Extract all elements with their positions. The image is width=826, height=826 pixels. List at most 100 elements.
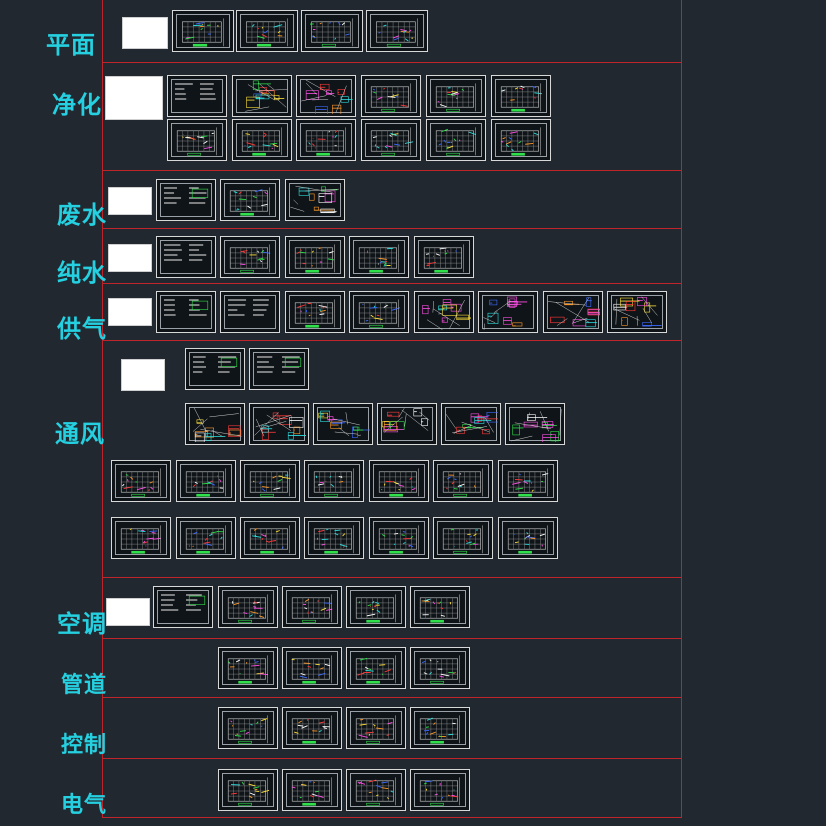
diagram-sheet-thumbnail[interactable] <box>607 291 667 333</box>
row-divider <box>102 638 682 639</box>
diagram-sheet-thumbnail[interactable] <box>185 403 245 445</box>
row-divider <box>102 340 682 341</box>
cover-sheet[interactable] <box>106 598 150 626</box>
drawing-sheet-thumbnail[interactable] <box>426 119 486 161</box>
diagram-sheet-thumbnail[interactable] <box>414 291 474 333</box>
row-divider <box>102 697 682 698</box>
drawing-sheet-thumbnail[interactable] <box>167 119 227 161</box>
drawing-sheet-thumbnail[interactable] <box>218 647 278 689</box>
drawing-sheet-thumbnail[interactable] <box>346 707 406 749</box>
section-label-piping: 管道 <box>61 673 108 698</box>
drawing-sheet-thumbnail[interactable] <box>366 10 428 52</box>
section-label-pure-water: 纯水 <box>57 259 107 287</box>
cover-sheet[interactable] <box>108 187 152 215</box>
frame-bottom-border <box>102 817 682 818</box>
drawing-sheet-thumbnail[interactable] <box>349 236 409 278</box>
diagram-sheet-thumbnail[interactable] <box>232 75 292 117</box>
cover-sheet[interactable] <box>121 359 165 391</box>
frame-right-border <box>681 0 682 818</box>
drawing-sheet-thumbnail[interactable] <box>176 517 236 559</box>
cover-sheet[interactable] <box>108 298 152 326</box>
row-divider <box>102 758 682 759</box>
drawing-sheet-thumbnail[interactable] <box>282 707 342 749</box>
notes-sheet-thumbnail[interactable] <box>185 348 245 390</box>
drawing-sheet-thumbnail[interactable] <box>498 517 558 559</box>
section-label-gas-supply: 供气 <box>57 315 107 343</box>
drawing-sheet-thumbnail[interactable] <box>491 119 551 161</box>
section-label-control: 控制 <box>61 733 108 758</box>
drawing-sheet-thumbnail[interactable] <box>346 769 406 811</box>
section-label-wastewater: 废水 <box>57 201 107 229</box>
drawing-sheet-thumbnail[interactable] <box>369 460 429 502</box>
row-divider <box>102 283 682 284</box>
diagram-sheet-thumbnail[interactable] <box>296 75 356 117</box>
drawing-sheet-thumbnail[interactable] <box>369 517 429 559</box>
drawing-sheet-thumbnail[interactable] <box>361 75 421 117</box>
drawing-sheet-thumbnail[interactable] <box>361 119 421 161</box>
drawing-sheet-thumbnail[interactable] <box>240 517 300 559</box>
cover-sheet[interactable] <box>122 17 168 49</box>
notes-sheet-thumbnail[interactable] <box>156 179 216 221</box>
drawing-sheet-thumbnail[interactable] <box>414 236 474 278</box>
drawing-sheet-thumbnail[interactable] <box>410 707 470 749</box>
diagram-sheet-thumbnail[interactable] <box>313 403 373 445</box>
drawing-sheet-thumbnail[interactable] <box>240 460 300 502</box>
row-divider <box>102 170 682 171</box>
drawing-sheet-thumbnail[interactable] <box>232 119 292 161</box>
diagram-sheet-thumbnail[interactable] <box>377 403 437 445</box>
diagram-sheet-thumbnail[interactable] <box>441 403 501 445</box>
drawing-sheet-thumbnail[interactable] <box>236 10 298 52</box>
diagram-sheet-thumbnail[interactable] <box>505 403 565 445</box>
drawing-sheet-thumbnail[interactable] <box>176 460 236 502</box>
notes-sheet-thumbnail[interactable] <box>167 75 227 117</box>
notes-sheet-thumbnail[interactable] <box>220 291 280 333</box>
drawing-sheet-thumbnail[interactable] <box>111 517 171 559</box>
drawing-sheet-thumbnail[interactable] <box>304 460 364 502</box>
diagram-sheet-thumbnail[interactable] <box>478 291 538 333</box>
drawing-sheet-thumbnail[interactable] <box>491 75 551 117</box>
cover-sheet[interactable] <box>108 244 152 272</box>
drawing-sheet-thumbnail[interactable] <box>410 586 470 628</box>
diagram-sheet-thumbnail[interactable] <box>285 179 345 221</box>
diagram-sheet-thumbnail[interactable] <box>249 403 309 445</box>
row-divider <box>102 577 682 578</box>
cover-sheet[interactable] <box>105 76 163 120</box>
frame-left-border <box>102 0 103 818</box>
drawing-sheet-thumbnail[interactable] <box>111 460 171 502</box>
diagram-sheet-thumbnail[interactable] <box>543 291 603 333</box>
drawing-sheet-thumbnail[interactable] <box>285 236 345 278</box>
drawing-sheet-thumbnail[interactable] <box>218 707 278 749</box>
drawing-sheet-thumbnail[interactable] <box>426 75 486 117</box>
row-divider <box>102 62 682 63</box>
drawing-sheet-thumbnail[interactable] <box>498 460 558 502</box>
drawing-sheet-thumbnail[interactable] <box>349 291 409 333</box>
drawing-sheet-thumbnail[interactable] <box>301 10 363 52</box>
notes-sheet-thumbnail[interactable] <box>156 236 216 278</box>
drawing-sheet-thumbnail[interactable] <box>346 647 406 689</box>
drawing-sheet-thumbnail[interactable] <box>410 647 470 689</box>
drawing-sheet-thumbnail[interactable] <box>285 291 345 333</box>
drawing-sheet-thumbnail[interactable] <box>220 236 280 278</box>
section-label-purification: 净化 <box>52 91 102 119</box>
section-label-air-conditioning: 空调 <box>57 610 107 638</box>
drawing-sheet-thumbnail[interactable] <box>304 517 364 559</box>
drawing-sheet-thumbnail[interactable] <box>220 179 280 221</box>
drawing-sheet-thumbnail[interactable] <box>433 517 493 559</box>
drawing-sheet-thumbnail[interactable] <box>218 769 278 811</box>
drawing-sheet-thumbnail[interactable] <box>433 460 493 502</box>
section-label-electrical: 电气 <box>61 793 108 818</box>
drawing-sheet-thumbnail[interactable] <box>218 586 278 628</box>
notes-sheet-thumbnail[interactable] <box>153 586 213 628</box>
notes-sheet-thumbnail[interactable] <box>249 348 309 390</box>
section-label-ventilation: 通风 <box>55 420 105 448</box>
drawing-sheet-thumbnail[interactable] <box>172 10 234 52</box>
drawing-sheet-thumbnail[interactable] <box>296 119 356 161</box>
drawing-sheet-thumbnail[interactable] <box>410 769 470 811</box>
drawing-sheet-thumbnail[interactable] <box>282 769 342 811</box>
drawing-sheet-thumbnail[interactable] <box>282 647 342 689</box>
drawing-sheet-thumbnail[interactable] <box>346 586 406 628</box>
row-divider <box>102 228 682 229</box>
notes-sheet-thumbnail[interactable] <box>156 291 216 333</box>
drawing-sheet-thumbnail[interactable] <box>282 586 342 628</box>
